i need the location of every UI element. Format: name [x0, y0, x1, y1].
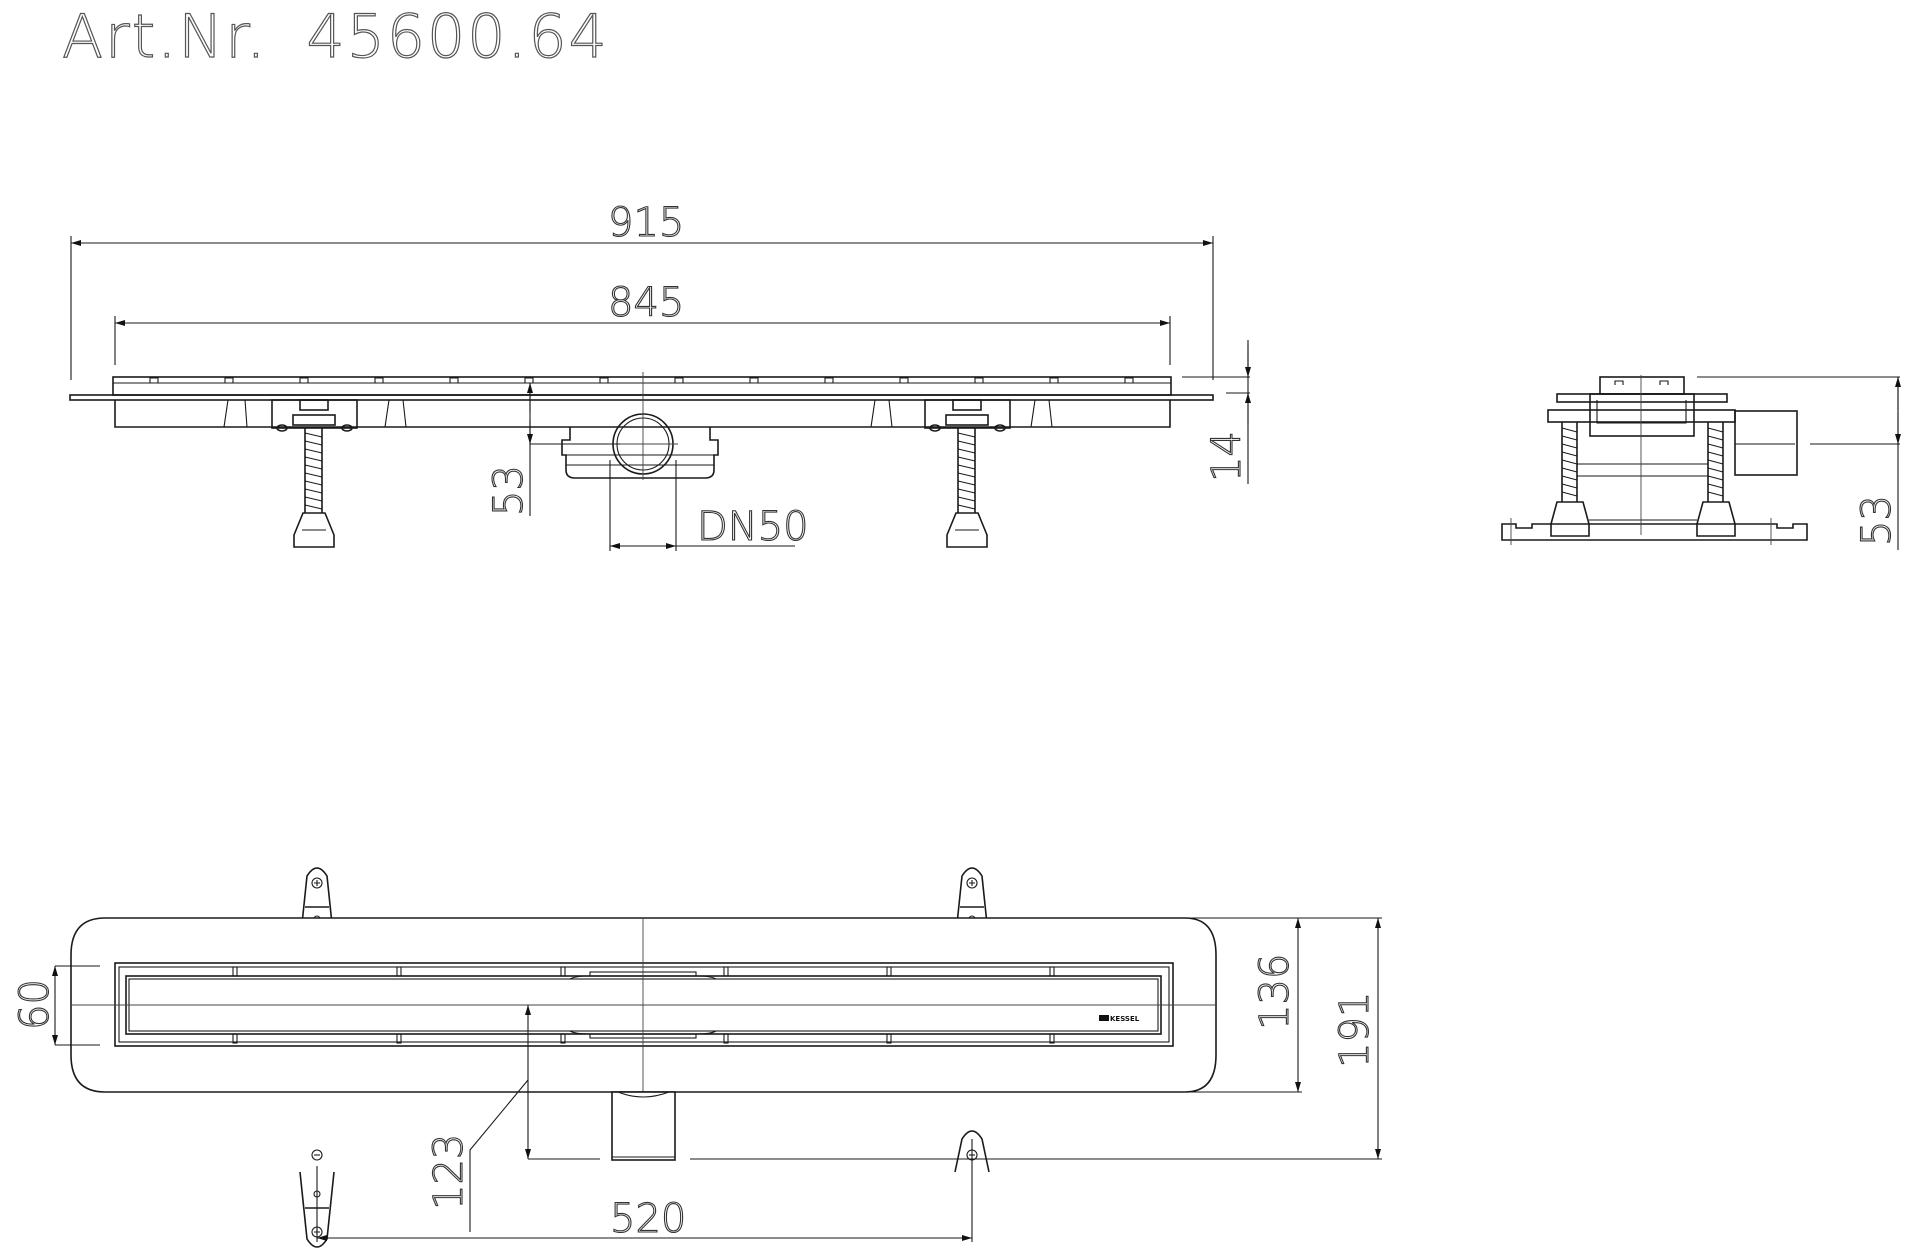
- dimension-845: 845: [114, 279, 1171, 365]
- dim-label-845: 845: [608, 280, 684, 326]
- dim-label-123: 123: [426, 1134, 472, 1210]
- article-number-title: Art.Nr. 45600.64: [61, 1, 627, 72]
- dimension-136: 136: [1190, 917, 1302, 1093]
- dimension-53-front: 53: [485, 383, 620, 517]
- dimension-191: 191: [690, 917, 1382, 1160]
- dim-label-dn50: DN50: [697, 504, 809, 550]
- front-view: 915 845: [69, 199, 1251, 551]
- dim-label-915: 915: [608, 200, 684, 246]
- dimension-520: 520: [316, 1139, 973, 1243]
- dimension-14: 14: [1182, 340, 1251, 484]
- kessel-logo: KESSEL: [1099, 1015, 1140, 1023]
- dimension-53-side: 53: [1697, 376, 1901, 550]
- dim-label-14: 14: [1204, 431, 1250, 482]
- side-view: 53: [1501, 375, 1901, 550]
- drain-channel-front: [69, 376, 1214, 428]
- dim-label-53-side: 53: [1854, 495, 1900, 546]
- dimension-60: 60: [11, 965, 100, 1046]
- adjustable-foot-left: [271, 399, 358, 548]
- dimension-123: 123: [425, 1005, 600, 1232]
- dim-label-136: 136: [1252, 954, 1298, 1030]
- dim-label-53-front: 53: [486, 465, 532, 516]
- outlet-spout: [611, 1091, 676, 1161]
- dimension-915: 915: [70, 199, 1214, 380]
- article-number: 45600.64: [306, 1, 609, 72]
- outlet-sump: [561, 372, 719, 480]
- plan-view: KESSEL 60 136 191: [11, 867, 1382, 1248]
- logo-text: KESSEL: [1110, 1015, 1140, 1023]
- dim-label-520: 520: [610, 1196, 686, 1242]
- dim-label-60: 60: [12, 979, 58, 1030]
- adjustable-foot-right: [924, 399, 1011, 548]
- article-label: Art.Nr.: [61, 1, 268, 72]
- dimension-dn50: DN50: [609, 460, 809, 551]
- dim-label-191: 191: [1332, 992, 1378, 1068]
